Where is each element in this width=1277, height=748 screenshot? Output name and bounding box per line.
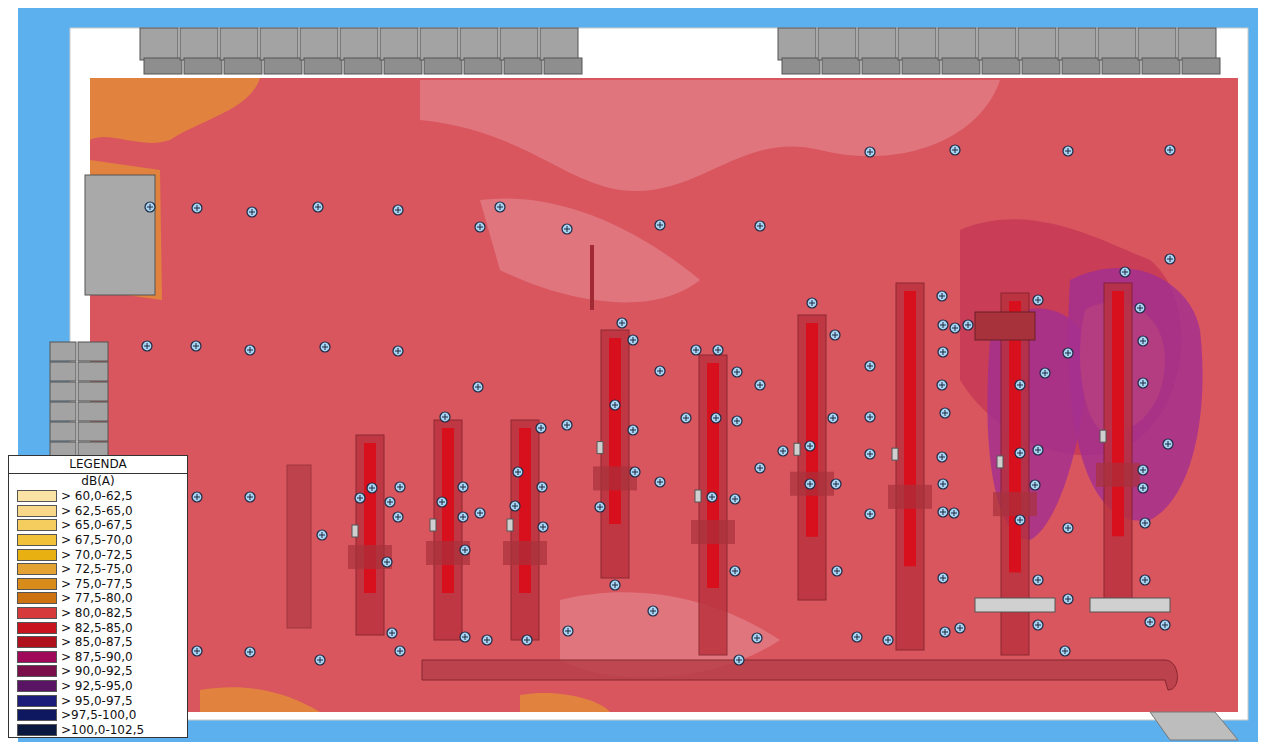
legend-swatch bbox=[17, 636, 57, 648]
legend-text: > 75,0-77,5 bbox=[61, 577, 133, 591]
legend-entry: > 60,0-62,5 bbox=[9, 489, 187, 504]
legend-swatch bbox=[17, 665, 57, 677]
legend-entry: > 85,0-87,5 bbox=[9, 635, 187, 650]
legend-entry: > 90,0-92,5 bbox=[9, 664, 187, 679]
legend-entry: > 75,0-77,5 bbox=[9, 577, 187, 592]
legend-text: > 82,5-85,0 bbox=[61, 621, 133, 635]
legend-entry: > 62,5-65,0 bbox=[9, 504, 187, 519]
legend-swatch bbox=[17, 592, 57, 604]
legend-entry: > 82,5-85,0 bbox=[9, 620, 187, 635]
legend-entry: > 70,0-72,5 bbox=[9, 547, 187, 562]
legend-text: > 90,0-92,5 bbox=[61, 664, 133, 678]
legend-entry: >97,5-100,0 bbox=[9, 708, 187, 723]
legend-text: > 65,0-67,5 bbox=[61, 518, 133, 532]
legend-text: > 72,5-75,0 bbox=[61, 562, 133, 576]
legend-swatch bbox=[17, 724, 57, 736]
legend-swatch bbox=[17, 651, 57, 663]
legend-swatch bbox=[17, 578, 57, 590]
legend-entry: > 92,5-95,0 bbox=[9, 679, 187, 694]
legend-swatch bbox=[17, 695, 57, 707]
legend-entry: > 72,5-75,0 bbox=[9, 562, 187, 577]
legend-entry: > 87,5-90,0 bbox=[9, 650, 187, 665]
legend-entry: > 80,0-82,5 bbox=[9, 606, 187, 621]
outer-floor bbox=[18, 8, 1258, 742]
machines bbox=[287, 245, 1177, 690]
legend-swatch bbox=[17, 519, 57, 531]
legend-swatch bbox=[17, 505, 57, 517]
legend-text: > 67,5-70,0 bbox=[61, 533, 133, 547]
sensor-points bbox=[142, 145, 1175, 665]
legend-text: >100,0-102,5 bbox=[61, 723, 144, 737]
legend-entry: > 65,0-67,5 bbox=[9, 518, 187, 533]
legend-swatch bbox=[17, 563, 57, 575]
legend-unit: dB(A) bbox=[9, 474, 187, 489]
legend-text: > 95,0-97,5 bbox=[61, 694, 133, 708]
legend-swatch bbox=[17, 622, 57, 634]
legend-text: > 62,5-65,0 bbox=[61, 504, 133, 518]
legend-swatch bbox=[17, 549, 57, 561]
legend-text: > 70,0-72,5 bbox=[61, 548, 133, 562]
legend-text: > 77,5-80,0 bbox=[61, 591, 133, 605]
legend-swatch bbox=[17, 709, 57, 721]
legend-entry: > 95,0-97,5 bbox=[9, 693, 187, 708]
legend-swatch bbox=[17, 534, 57, 546]
legend-text: > 60,0-62,5 bbox=[61, 489, 133, 503]
legend-swatch bbox=[17, 490, 57, 502]
legend-swatch bbox=[17, 680, 57, 692]
cabinets bbox=[50, 28, 1238, 740]
legend-text: > 80,0-82,5 bbox=[61, 606, 133, 620]
hall-wall bbox=[70, 28, 1248, 720]
legend-entry: > 67,5-70,0 bbox=[9, 533, 187, 548]
legend-title: LEGENDA bbox=[9, 456, 187, 474]
legend-text: > 92,5-95,0 bbox=[61, 679, 133, 693]
legend-swatch bbox=[17, 607, 57, 619]
noise-zones bbox=[90, 78, 1203, 712]
legend-box: LEGENDAdB(A)> 60,0-62,5> 62,5-65,0> 65,0… bbox=[8, 455, 188, 738]
legend-entry: >100,0-102,5 bbox=[9, 723, 187, 738]
legend-entry: > 77,5-80,0 bbox=[9, 591, 187, 606]
legend-text: >97,5-100,0 bbox=[61, 708, 136, 722]
noise-base bbox=[90, 78, 1238, 712]
legend-text: > 87,5-90,0 bbox=[61, 650, 133, 664]
legend-text: > 85,0-87,5 bbox=[61, 635, 133, 649]
